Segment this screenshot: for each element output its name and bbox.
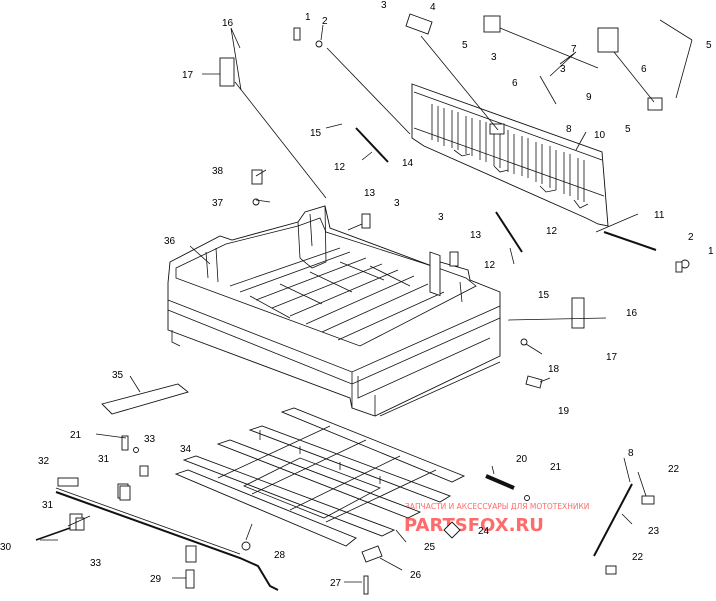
misc-parts [75,13,690,595]
callout-29: 29 [150,574,162,585]
callout-20: 20 [516,454,528,465]
callout-5-right: 5 [706,40,712,51]
callout-3-top: 3 [381,0,387,11]
rod-end [57,477,79,487]
callout-21-left: 21 [70,430,82,441]
callout-4: 4 [430,2,436,13]
tailgate-ribs [429,251,441,297]
callout-5-left: 5 [462,40,468,51]
lower-linkage [35,435,279,591]
callout-31-lower: 31 [42,500,54,511]
callout-23: 23 [648,526,660,537]
callout-13-left: 13 [364,188,376,199]
callout-12-right: 12 [546,226,558,237]
callout-6-right: 6 [641,64,647,75]
callout-8-lower: 8 [628,448,634,459]
plate-35 [101,383,189,415]
callout-10: 10 [594,130,606,141]
callout-36: 36 [164,236,176,247]
latch-5-right [647,97,663,111]
callout-8-upper: 8 [566,124,572,135]
callout-3-box: 3 [394,198,400,209]
callout-30: 30 [0,542,12,553]
callout-26: 26 [410,570,422,581]
callout-17-lower: 17 [606,352,618,363]
callout-38: 38 [212,166,224,177]
callout-6-left: 6 [512,78,518,89]
callout-35: 35 [112,370,124,381]
callout-11: 11 [654,210,665,221]
callout-15-upper: 15 [310,128,322,139]
bed-frame [174,407,466,547]
callout-3-right: 3 [560,64,566,75]
callout-12-lower: 12 [484,260,496,271]
callout-34: 34 [180,444,192,455]
callout-28: 28 [274,550,286,561]
cargo-box [167,205,501,417]
callout-15-lower: 15 [538,290,550,301]
callout-2-lower: 2 [688,232,694,243]
leader-lines [40,19,693,583]
callout-12-upper: 12 [334,162,346,173]
callout-19: 19 [558,406,570,417]
latch-9 [597,27,619,53]
callout-22-lower: 22 [632,552,644,563]
latch-5-left [483,15,501,33]
callout-22-upper: 22 [668,464,680,475]
decal-4 [405,13,433,35]
callout-16-lower: 16 [626,308,638,319]
callout-3-mid: 3 [491,52,497,63]
callout-37: 37 [212,198,224,209]
callout-21-right: 21 [550,462,562,473]
hinge-17-left [219,57,235,87]
callout-1-lower: 1 [708,246,714,257]
callout-33-upper: 33 [144,434,156,445]
hinge-17-right [571,297,585,329]
callout-18: 18 [548,364,560,375]
callout-32: 32 [38,456,50,467]
callout-13-right: 13 [470,230,482,241]
callout-24: 24 [478,526,490,537]
callout-14: 14 [402,158,414,169]
callout-9: 9 [586,92,592,103]
callout-33-lower: 33 [90,558,102,569]
callout-27: 27 [330,578,342,589]
callout-16-upper: 16 [222,18,234,29]
watermark: ЗАПЧАСТИ И АКСЕССУАРЫ ДЛЯ МОТОТЕХНИКИ PA… [404,502,589,536]
callout-25: 25 [424,542,436,553]
callout-17-upper: 17 [182,70,194,81]
callout-7: 7 [571,44,577,55]
callout-3-lower: 3 [438,212,444,223]
callout-31-upper: 31 [98,454,110,465]
callouts: 16 17 1 2 3 4 5 3 6 7 6 9 5 3 8 5 10 15 … [0,0,714,589]
callout-1-upper: 1 [305,12,311,23]
callout-2-upper: 2 [322,16,328,27]
watermark-brand: PARTSFOX.RU [404,515,544,536]
callout-5-lower: 5 [625,124,631,135]
watermark-tagline: ЗАПЧАСТИ И АКСЕССУАРЫ ДЛЯ МОТОТЕХНИКИ [405,502,589,511]
